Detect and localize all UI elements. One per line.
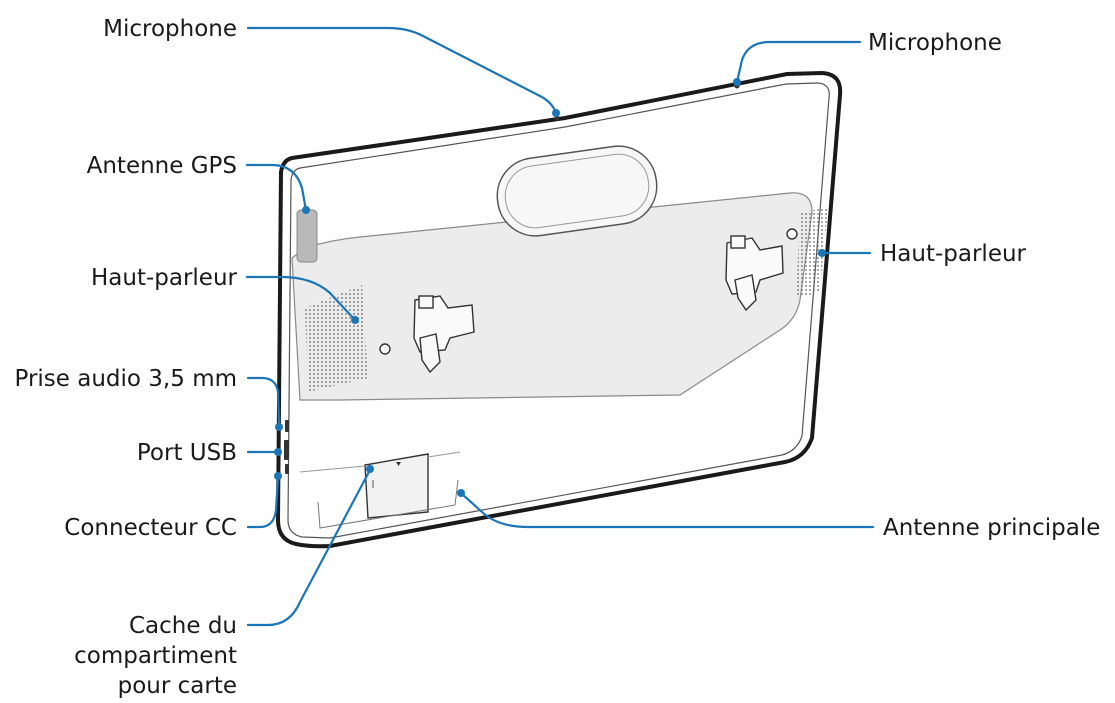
label-cache-line1: Cache du	[129, 613, 237, 639]
right-speaker-grille	[796, 208, 828, 298]
left-mount-bracket	[379, 295, 475, 374]
leader-antenne-gps	[245, 163, 308, 212]
leader-dot-antenne-gps	[302, 206, 310, 214]
audio-jack-port	[285, 420, 289, 432]
dc-port	[285, 464, 289, 474]
side-ports	[284, 420, 289, 474]
gps-antenna-window	[296, 209, 318, 263]
usb-port	[284, 440, 289, 460]
leader-dot-antenne-principale	[457, 489, 465, 497]
leader-dot-microphone-right	[733, 78, 741, 86]
leader-connecteur-cc	[246, 476, 280, 529]
leader-dot-prise-audio	[275, 423, 283, 431]
leader-dot-haut-parleur-left	[351, 316, 359, 324]
leader-antenne-principale	[460, 492, 875, 529]
leader-microphone-left	[246, 26, 558, 115]
leader-lines	[245, 26, 875, 627]
leader-prise-audio	[246, 376, 281, 426]
leader-haut-parleur-left	[245, 275, 357, 322]
right-mount-bracket	[725, 228, 798, 312]
labels: Microphone Microphone Antenne GPS Haut-p…	[15, 16, 1101, 699]
tablet-back	[275, 70, 843, 549]
main-antenna-region	[317, 479, 459, 529]
card-slot-cover	[364, 453, 429, 519]
label-prise-audio: Prise audio 3,5 mm	[15, 366, 238, 392]
leader-dot-port-usb	[274, 448, 282, 456]
label-antenne-gps: Antenne GPS	[87, 153, 237, 179]
label-cache-line3: pour carte	[118, 673, 237, 699]
leader-cache-compartiment	[246, 468, 372, 627]
left-speaker-grille	[305, 285, 368, 392]
leader-microphone-right	[735, 40, 862, 84]
label-microphone-left: Microphone	[103, 16, 237, 42]
leader-dot-microphone-left	[552, 109, 560, 117]
label-haut-parleur-left: Haut-parleur	[91, 265, 238, 291]
main-antenna-region-inner	[299, 451, 461, 473]
card-slot-tab	[396, 462, 401, 466]
handle-recess	[496, 145, 658, 237]
label-cache-line2: compartiment	[74, 643, 237, 669]
leader-dot-cache-compartiment	[366, 465, 374, 473]
handle-recess-inner	[504, 153, 650, 229]
label-microphone-right: Microphone	[868, 30, 1002, 56]
leader-dot-connecteur-cc	[274, 472, 282, 480]
label-connecteur-cc: Connecteur CC	[64, 515, 237, 541]
tablet-outer-shell	[275, 70, 843, 549]
leader-dot-haut-parleur-right	[818, 249, 826, 257]
tablet-inner-rim	[287, 82, 830, 539]
label-port-usb: Port USB	[137, 440, 237, 466]
label-antenne-principale: Antenne principale	[883, 515, 1100, 541]
label-haut-parleur-right: Haut-parleur	[880, 241, 1027, 267]
